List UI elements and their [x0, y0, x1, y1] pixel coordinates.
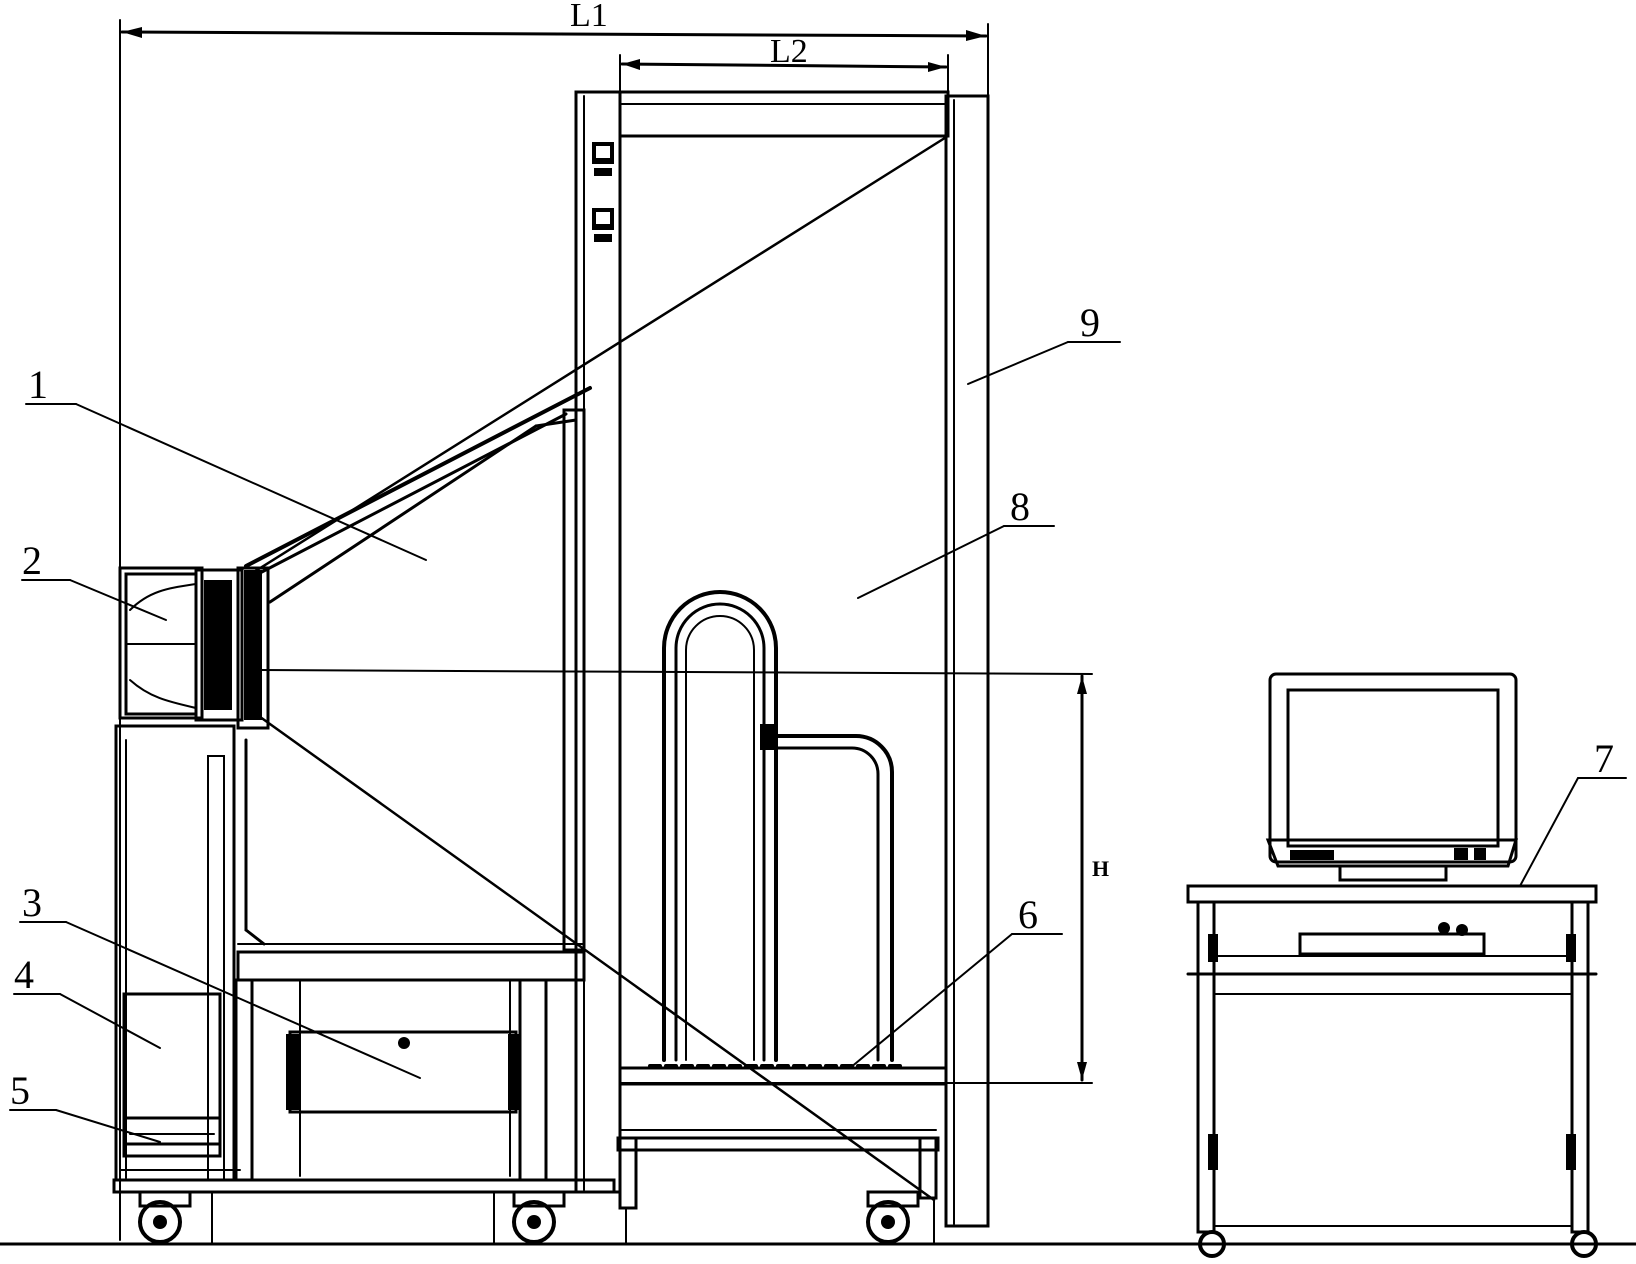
- callout-label: 4: [14, 952, 34, 997]
- dimension-l1: L1: [119, 0, 989, 1241]
- callout-label: 6: [1018, 892, 1038, 937]
- callout-leaders: [9, 341, 1627, 1143]
- platform-6: [616, 590, 948, 1245]
- module-2-housing: [118, 566, 270, 730]
- callout-label: 7: [1594, 736, 1614, 781]
- callout-label: 8: [1010, 484, 1030, 529]
- dimension-label-l1: L1: [570, 0, 608, 34]
- frame-9: [574, 90, 990, 1228]
- left-cart: [112, 408, 616, 1245]
- arm-assembly: [233, 134, 950, 1202]
- caster-wheel: [866, 1190, 920, 1244]
- caster-wheel: [1570, 1230, 1598, 1258]
- callout-label: 2: [22, 538, 42, 583]
- monitor: [1268, 672, 1518, 864]
- caster-wheel: [138, 1190, 192, 1244]
- callout-label: 9: [1080, 300, 1100, 345]
- callout-label: 1: [28, 362, 48, 407]
- callout-label: 5: [10, 1068, 30, 1113]
- caster-wheel: [512, 1190, 566, 1244]
- dimension-label-h: H: [1092, 856, 1109, 881]
- dimension-label-l2: L2: [770, 33, 808, 70]
- computer-station-7: [1186, 672, 1598, 1258]
- caster-wheel: [1198, 1230, 1226, 1258]
- dimension-l2: L2: [619, 33, 949, 136]
- callout-label: 3: [22, 880, 42, 925]
